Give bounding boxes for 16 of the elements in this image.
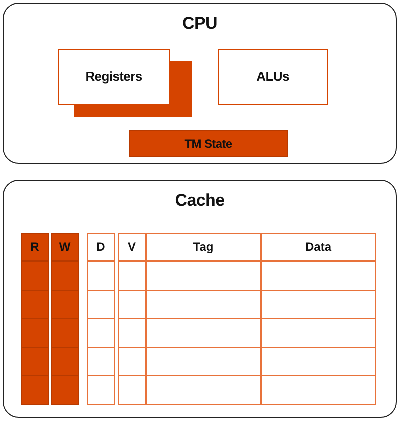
column-header: R [21, 233, 49, 261]
component-label: TM State [184, 137, 232, 151]
component-panel [3, 3, 397, 164]
component-box [58, 49, 170, 105]
component-box [218, 49, 328, 105]
panel-title: CPU [182, 14, 218, 34]
panel-title: Cache [175, 191, 225, 211]
state-bar [129, 130, 288, 157]
column-header: Tag [146, 233, 261, 261]
column-header: W [51, 233, 79, 261]
column-header: V [118, 233, 146, 261]
column-header: D [87, 233, 115, 261]
component-label: ALUs [256, 69, 290, 84]
component-label: Registers [86, 69, 142, 84]
column-header: Data [261, 233, 376, 261]
component-panel [3, 180, 397, 418]
